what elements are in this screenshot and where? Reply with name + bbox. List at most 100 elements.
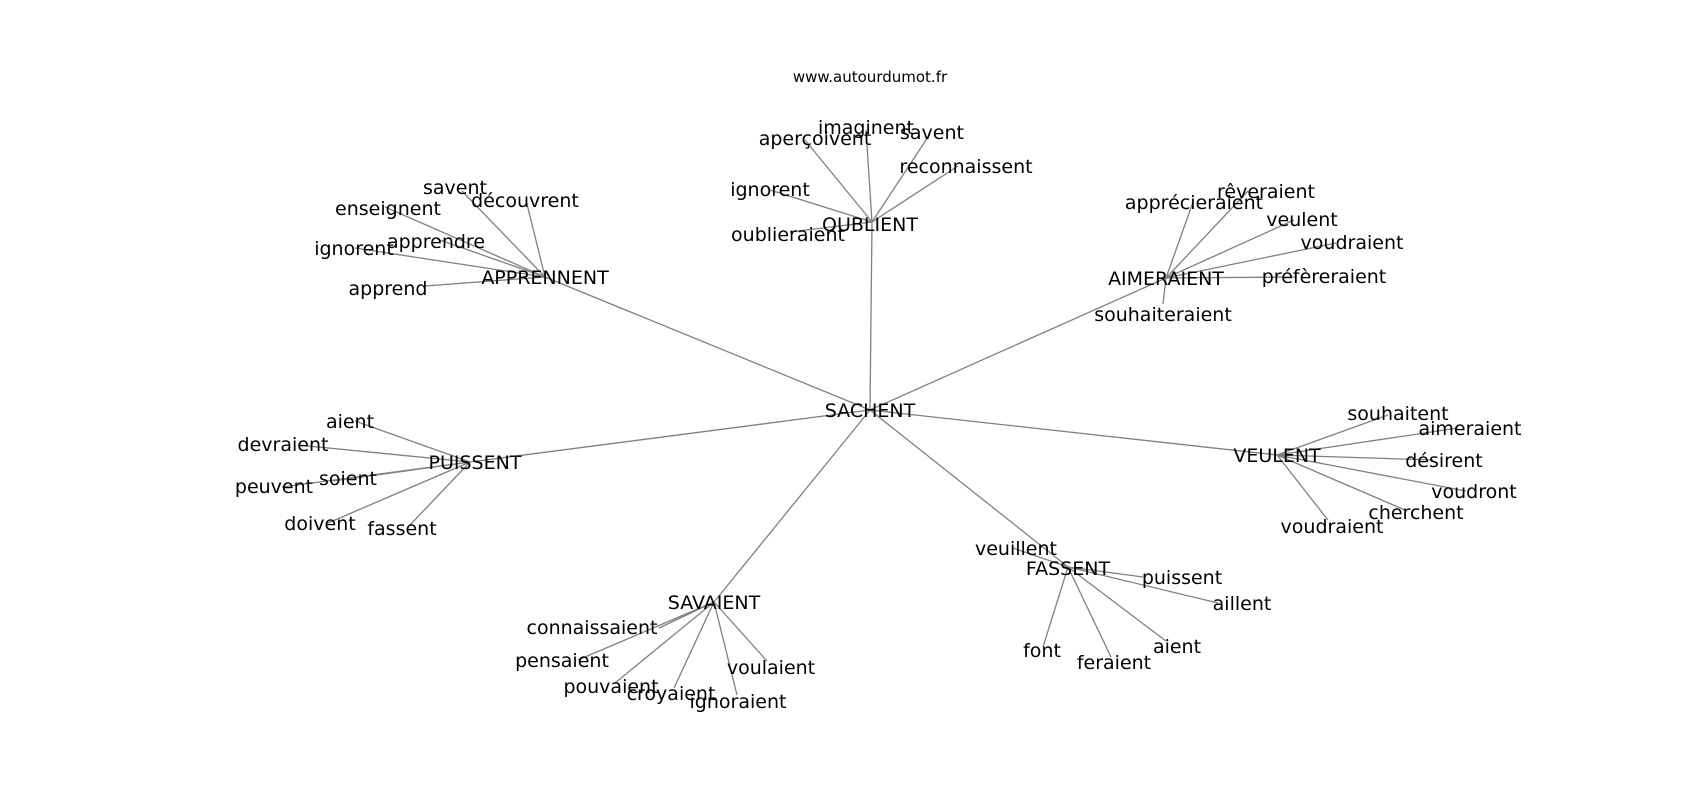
leaf-word-node[interactable]: ignorent <box>314 238 394 260</box>
leaf-word-node[interactable]: connaissaient <box>527 617 658 639</box>
leaf-word-node[interactable]: pensaient <box>515 650 609 672</box>
leaf-word-node[interactable]: imaginent <box>818 117 914 139</box>
leaf-word-node[interactable]: découvrent <box>471 190 579 212</box>
edge-hub-to-leaf <box>1276 454 1406 511</box>
leaf-word-node[interactable]: reconnaissent <box>899 156 1032 178</box>
leaf-word-node[interactable]: souhaiteraient <box>1094 304 1232 326</box>
hub-word-node[interactable]: APPRENNENT <box>481 267 609 289</box>
edge-hub-to-leaf <box>461 190 546 278</box>
edge-hub-to-leaf <box>789 221 873 233</box>
edge-hub-to-leaf <box>1042 566 1069 648</box>
edge-hub-to-leaf <box>424 276 546 287</box>
edge-hub-to-leaf <box>713 601 738 696</box>
edge-hub-to-leaf <box>614 601 715 684</box>
edge-center-to-hub <box>869 409 1069 568</box>
edge-hub-to-leaf <box>354 420 471 463</box>
edge-hub-to-leaf <box>1067 566 1112 658</box>
edge-hub-to-leaf <box>1276 414 1389 456</box>
graph-edges <box>281 129 1467 696</box>
edge-hub-to-leaf <box>354 247 546 278</box>
leaf-word-node[interactable]: préfèreraient <box>1262 266 1387 288</box>
edge-hub-to-leaf <box>1165 201 1194 279</box>
leaf-word-node[interactable]: doivent <box>284 513 355 535</box>
edge-hub-to-leaf <box>1165 276 1297 279</box>
leaf-word-node[interactable]: savent <box>900 122 964 144</box>
leaf-word-node[interactable]: cherchent <box>1368 502 1463 524</box>
edge-hub-to-leaf <box>1276 454 1329 521</box>
leaf-word-node[interactable]: aperçoivent <box>759 128 872 150</box>
leaf-word-node[interactable]: apprécieraient <box>1125 192 1263 214</box>
hub-word-node[interactable]: PUISSENT <box>429 452 522 474</box>
edge-hub-to-leaf <box>1165 219 1295 279</box>
leaf-word-node[interactable]: veuillent <box>975 538 1057 560</box>
site-url-label: www.autourdumot.fr <box>793 68 948 86</box>
edge-hub-to-leaf <box>297 444 471 463</box>
edge-hub-to-leaf <box>871 165 959 223</box>
leaf-word-node[interactable]: voudraient <box>1301 232 1404 254</box>
edge-hub-to-leaf <box>436 238 546 278</box>
leaf-word-node[interactable]: soient <box>319 468 377 490</box>
edge-hub-to-leaf <box>1165 242 1337 279</box>
leaf-word-node[interactable]: ignoraient <box>690 691 787 713</box>
leaf-word-node[interactable]: voudront <box>1431 481 1516 503</box>
edge-hub-to-leaf <box>384 206 546 278</box>
edge-hub-to-leaf <box>525 199 546 278</box>
leaf-word-node[interactable]: enseignent <box>335 198 441 220</box>
edge-hub-to-leaf <box>327 461 471 524</box>
hub-word-node[interactable]: OUBLIENT <box>822 214 918 236</box>
edge-center-to-hub <box>469 409 871 463</box>
edge-hub-to-leaf <box>1276 427 1459 456</box>
leaf-word-node[interactable]: voudraient <box>1281 516 1384 538</box>
leaf-word-node[interactable]: puissent <box>1142 567 1222 589</box>
leaf-word-node[interactable]: aient <box>1153 636 1201 658</box>
edge-hub-to-leaf <box>871 133 931 223</box>
leaf-word-node[interactable]: oublieraient <box>731 224 845 246</box>
hub-word-node[interactable]: AIMERAIENT <box>1108 268 1224 290</box>
edge-hub-to-leaf <box>1067 566 1167 642</box>
leaf-word-node[interactable]: rêveraient <box>1217 181 1315 203</box>
leaf-word-node[interactable]: apprendre <box>387 231 485 253</box>
leaf-word-node[interactable]: aillent <box>1213 593 1272 615</box>
leaf-word-node[interactable]: feraient <box>1077 652 1151 674</box>
edge-center-to-hub <box>869 221 873 411</box>
edge-center-to-hub <box>869 277 1167 411</box>
leaf-word-node[interactable]: veulent <box>1266 209 1337 231</box>
leaf-word-node[interactable]: ignorent <box>730 179 810 201</box>
center-word-node[interactable]: SACHENT <box>825 400 916 422</box>
edge-hub-to-leaf <box>673 601 715 689</box>
edge-hub-to-leaf <box>865 129 873 223</box>
edge-hub-to-leaf <box>1067 566 1219 604</box>
edge-hub-to-leaf <box>769 189 873 223</box>
leaf-word-node[interactable]: font <box>1023 640 1061 662</box>
leaf-word-node[interactable]: voulaient <box>727 657 815 679</box>
leaf-word-node[interactable]: peuvent <box>235 476 313 498</box>
edge-hub-to-leaf <box>1276 454 1467 492</box>
hub-word-node[interactable]: SAVAIENT <box>668 592 761 614</box>
leaf-word-node[interactable]: pouvaient <box>563 676 658 698</box>
edge-center-to-hub <box>713 409 871 603</box>
leaf-word-node[interactable]: souhaitent <box>1347 403 1448 425</box>
leaf-word-node[interactable]: croyaient <box>627 683 716 705</box>
edge-hub-to-leaf <box>409 461 471 526</box>
edge-hub-to-leaf <box>1067 566 1144 578</box>
edge-hub-to-leaf <box>1165 190 1249 279</box>
edge-hub-to-leaf <box>1162 277 1167 305</box>
leaf-word-node[interactable]: devraient <box>238 434 329 456</box>
leaf-word-node[interactable]: désirent <box>1405 450 1483 472</box>
hub-word-node[interactable]: FASSENT <box>1026 558 1111 580</box>
leaf-word-node[interactable]: savent <box>423 177 487 199</box>
edge-hub-to-leaf <box>804 139 873 223</box>
leaf-word-node[interactable]: apprend <box>349 278 428 300</box>
edge-hub-to-leaf <box>1012 547 1069 568</box>
hub-word-node[interactable]: VEULENT <box>1233 445 1321 467</box>
leaf-word-node[interactable]: aimeraient <box>1418 418 1521 440</box>
edge-center-to-hub <box>869 409 1278 456</box>
edge-hub-to-leaf <box>577 601 715 661</box>
graph-labels: www.autourdumot.fr SACHENT OUBLIENT aperço… <box>235 68 1522 713</box>
leaf-word-node[interactable]: aient <box>326 411 374 433</box>
edge-hub-to-leaf <box>281 461 471 488</box>
edge-hub-to-leaf <box>1276 454 1434 461</box>
leaf-word-node[interactable]: fassent <box>367 518 436 540</box>
edge-center-to-hub <box>544 276 871 411</box>
